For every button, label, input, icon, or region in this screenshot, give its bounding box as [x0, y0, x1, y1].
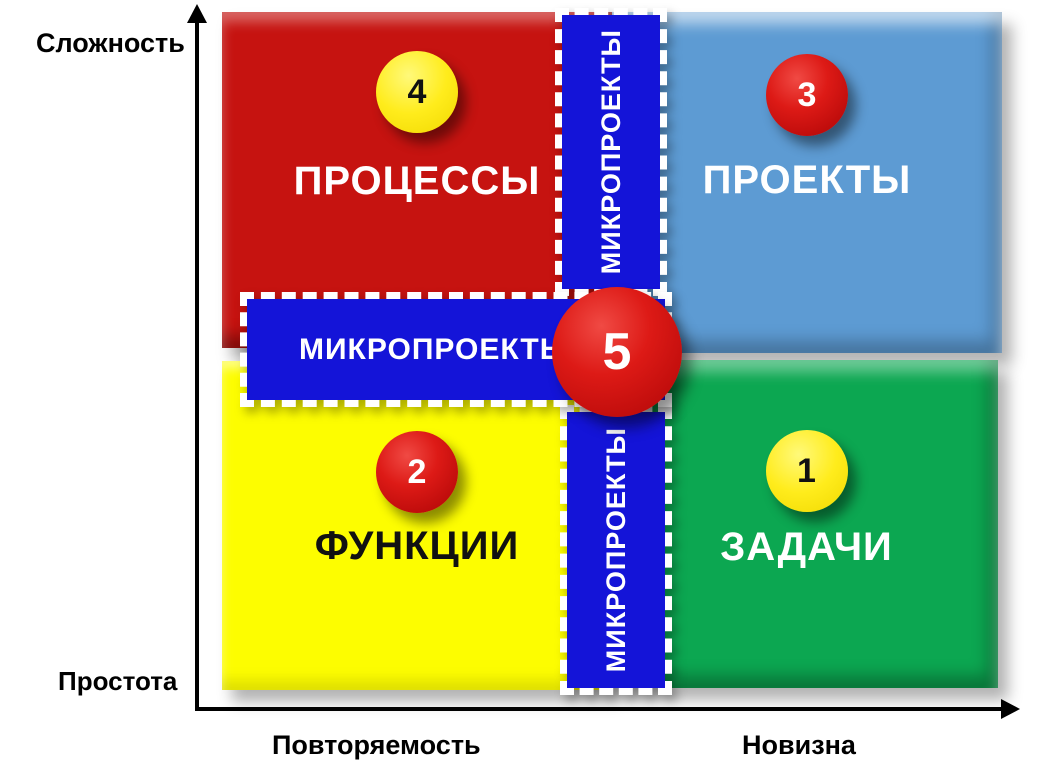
- x-axis-left-label: Повторяемость: [272, 730, 481, 760]
- badge-5-number: 5: [602, 323, 632, 381]
- quadrant-projects: 3 ПРОЕКТЫ: [612, 12, 1002, 353]
- quadrant-functions-label: ФУНКЦИИ: [314, 524, 520, 568]
- microprojects-band-top-label: МИКРОПРОЕКТЫ: [595, 29, 626, 275]
- y-axis-line: [195, 20, 199, 710]
- quadrant-functions: 2 ФУНКЦИИ: [222, 361, 612, 690]
- badge-4-number: 4: [407, 72, 427, 111]
- badge-1: 1: [765, 430, 848, 512]
- quadrant-projects-label: ПРОЕКТЫ: [702, 158, 912, 202]
- microprojects-band-bottom-label: МИКРОПРОЕКТЫ: [600, 427, 631, 673]
- badge-3-number: 3: [797, 75, 817, 114]
- microprojects-band-bottom: МИКРОПРОЕКТЫ: [560, 405, 672, 695]
- badge-1-number: 1: [797, 451, 816, 490]
- badge-5: 5: [552, 287, 682, 417]
- y-axis-top-label: Сложность: [36, 28, 185, 58]
- badge-4: 4: [376, 51, 458, 133]
- x-axis-right-label: Новизна: [742, 730, 856, 760]
- quadrant-processes-label: ПРОЦЕССЫ: [293, 159, 541, 203]
- y-axis-arrow-icon: [187, 4, 207, 23]
- microprojects-band-top: МИКРОПРОЕКТЫ: [555, 8, 667, 296]
- badge-2: 2: [376, 431, 458, 513]
- y-axis-bottom-label: Простота: [58, 666, 178, 696]
- badge-2-number: 2: [407, 452, 427, 491]
- badge-3: 3: [766, 54, 848, 136]
- x-axis-arrow-icon: [1001, 699, 1020, 719]
- quadrant-tasks-label: ЗАДАЧИ: [720, 525, 893, 569]
- microprojects-band-horizontal-label: МИКРОПРОЕКТЫ: [299, 332, 571, 366]
- x-axis-line: [195, 707, 1005, 711]
- quadrant-tasks: 1 ЗАДАЧИ: [615, 360, 998, 688]
